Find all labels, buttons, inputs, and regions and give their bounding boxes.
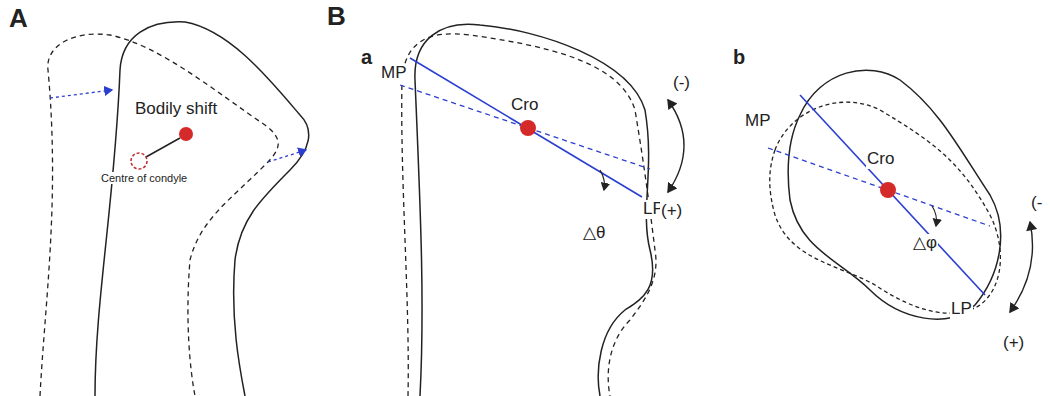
shift-label: Bodily shift	[134, 100, 218, 119]
centre-label: Centre of condyle	[100, 172, 188, 184]
panel-letter: B	[326, 2, 347, 31]
sign-label: (-	[1030, 194, 1043, 213]
subpanel-letter: b	[732, 46, 746, 68]
angle-label: △φ	[912, 234, 938, 253]
point-label: Cro	[510, 96, 539, 115]
panel-letter: A	[8, 4, 29, 33]
angle-label: △θ	[582, 224, 606, 243]
subpanel-letter: a	[360, 46, 373, 68]
point-label: MP	[380, 64, 408, 83]
sign-label: (+)	[1002, 334, 1025, 353]
sign-label: (-)	[672, 74, 691, 93]
point-label: MP	[744, 112, 772, 131]
point-label: Cro	[866, 150, 895, 169]
sign-label: (+)	[660, 202, 683, 221]
point-label: LP	[950, 300, 973, 319]
